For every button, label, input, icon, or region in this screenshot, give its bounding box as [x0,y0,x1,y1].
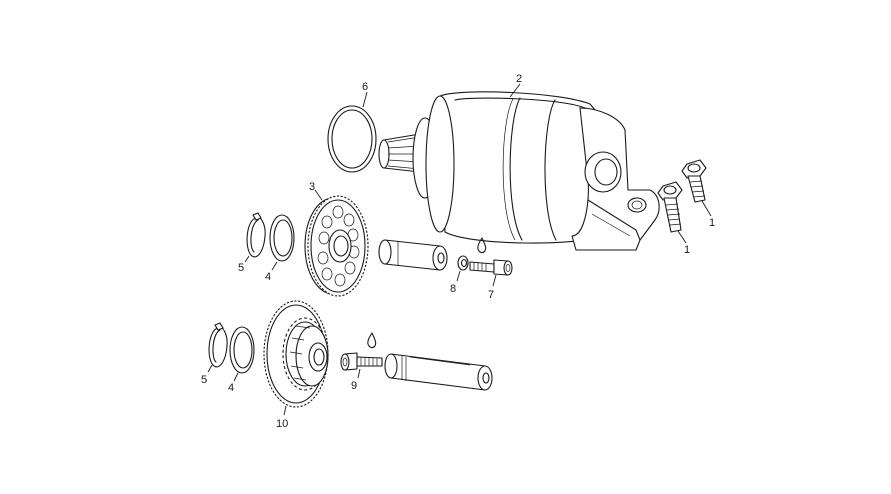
callout-1b: 1 [684,244,690,256]
shaft-screw-upper[interactable] [469,259,513,276]
mounting-screw-1b[interactable] [657,181,683,233]
circlip-upper[interactable] [246,212,266,258]
thrust-washer-lower[interactable] [229,326,255,374]
callout-6: 6 [362,81,368,93]
seal-washer[interactable] [457,255,469,271]
mounting-screw-1a[interactable] [681,159,707,203]
callout-1a: 1 [709,217,715,229]
callout-4-lower: 4 [228,382,234,394]
oil-drop-icon [367,332,377,349]
callout-3: 3 [309,181,315,193]
circlip-lower[interactable] [208,322,228,368]
o-ring[interactable] [327,105,377,173]
idle-gear-upper[interactable] [304,195,369,297]
callout-8: 8 [450,283,456,295]
shaft-screw-lower[interactable] [340,352,383,371]
oil-drop-icon [477,237,487,254]
callout-4-upper: 4 [265,271,271,283]
gear-assembly-lower[interactable] [263,300,329,408]
callout-7: 7 [488,289,494,301]
idle-gear-shaft-lower[interactable] [384,353,493,391]
callout-5-upper: 5 [238,262,244,274]
callout-9: 9 [351,380,357,392]
thrust-washer-upper[interactable] [269,214,295,262]
callout-5-lower: 5 [201,374,207,386]
idle-gear-shaft-upper[interactable] [378,239,448,271]
callout-10: 10 [276,418,288,430]
callout-2: 2 [516,73,522,85]
starter-motor[interactable] [378,91,660,251]
